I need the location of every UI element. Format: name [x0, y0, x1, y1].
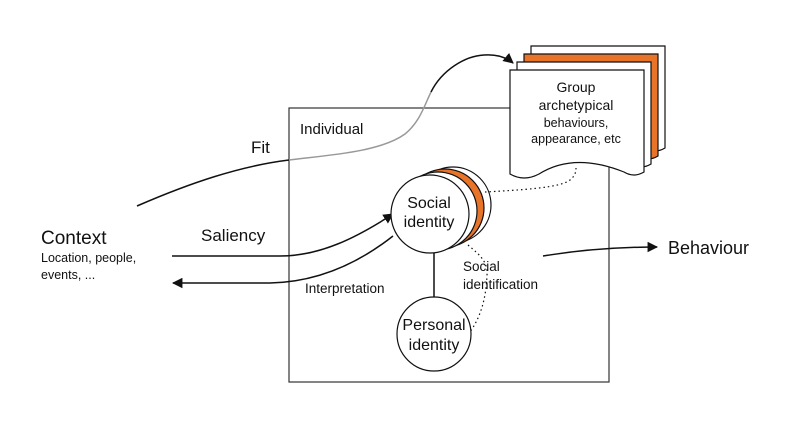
individual-box	[288, 107, 610, 383]
personal-identity-line2: identity	[409, 337, 460, 354]
group-card-line4: appearance, etc	[531, 132, 621, 146]
group-card-line1: Group	[557, 79, 596, 95]
fit-label: Fit	[251, 138, 270, 157]
group-card-line2: archetypical	[539, 97, 614, 113]
group-card-line3: behaviours,	[544, 116, 609, 130]
social-identification-line1: Social	[463, 259, 500, 274]
personal-identity-line1: Personal	[402, 317, 465, 334]
fit-curve-inner	[288, 91, 432, 161]
behaviour-arrow	[542, 241, 659, 257]
fit-curve-to-group	[430, 52, 514, 93]
saliency-label: Saliency	[201, 226, 266, 245]
individual-label: Individual	[300, 121, 363, 138]
social-identification-dotted-arc	[467, 244, 488, 333]
fit-curve-outer	[136, 159, 290, 207]
social-identity-line2: identity	[404, 214, 455, 231]
social-identity-line1: Social	[407, 195, 451, 212]
personal-identity-circle	[396, 296, 472, 372]
context-detail-line1: Location, people,	[41, 251, 136, 265]
behaviour-label: Behaviour	[668, 238, 749, 258]
social-identity-circle-front	[390, 174, 470, 254]
social-to-group-dotted-link	[484, 167, 577, 193]
group-card-front	[509, 69, 645, 179]
interpretation-label: Interpretation	[305, 281, 385, 296]
context-detail-line2: events, ...	[41, 268, 95, 282]
context-title: Context	[41, 228, 107, 249]
interpretation-arrow	[171, 235, 394, 289]
group-card-stack: Group archetypical behaviours, appearanc…	[509, 45, 666, 179]
social-identification-line2: identification	[463, 277, 538, 292]
social-identity-stack: Social identity	[390, 166, 492, 254]
saliency-arrow	[172, 213, 394, 257]
